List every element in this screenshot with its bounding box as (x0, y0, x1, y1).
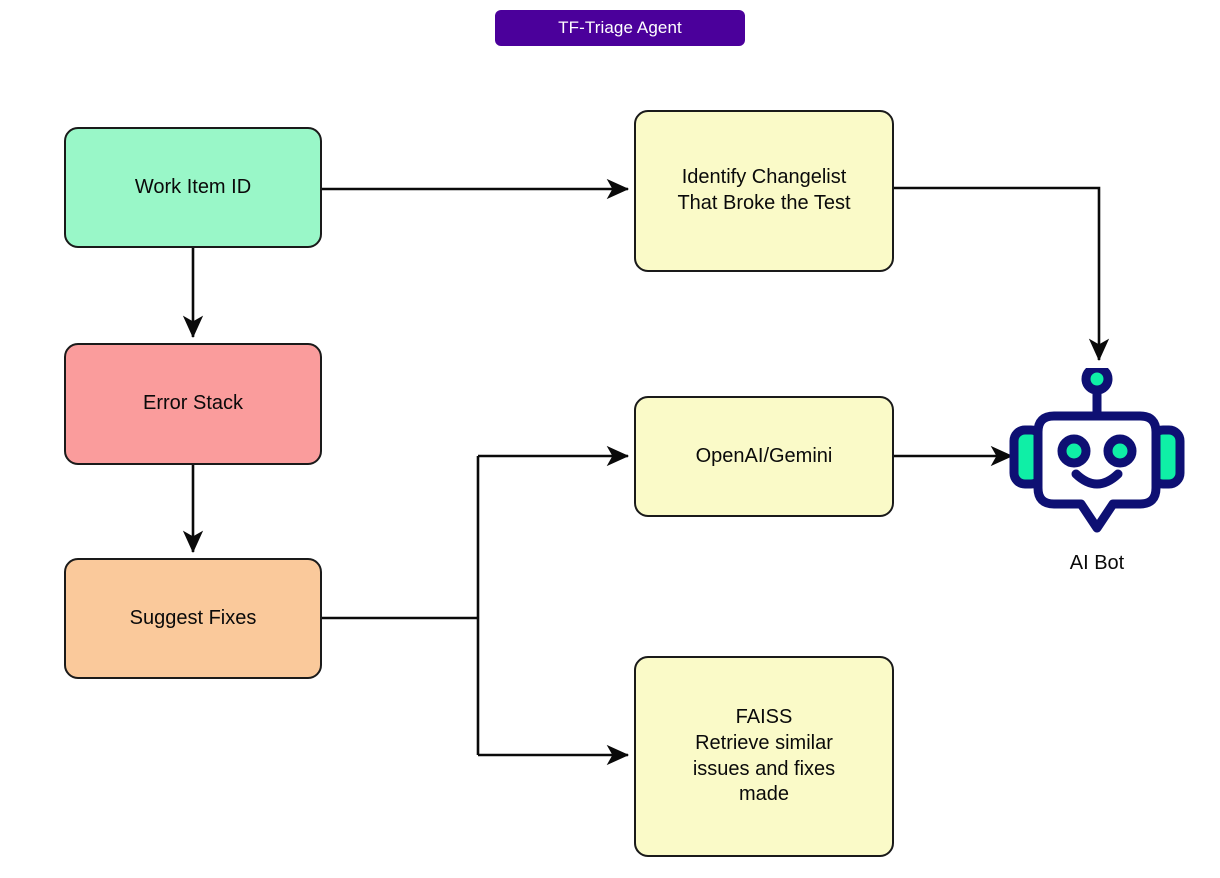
robot-head (1033, 411, 1161, 533)
node-label: Suggest Fixes (129, 606, 257, 629)
robot-smile (1071, 469, 1123, 489)
node-label: OpenAI/Gemini (695, 444, 833, 467)
robot-left-eye (1057, 434, 1091, 468)
edge-identify-to-ai-bot (894, 186, 1110, 362)
page-title: TF-Triage Agent (558, 18, 682, 37)
node-work-item-id[interactable]: Work Item ID (64, 127, 322, 248)
node-label: Identify Changelist That Broke the Test (677, 166, 851, 214)
node-label: FAISS Retrieve similar issues and fixes … (692, 706, 836, 806)
node-identify-changelist[interactable]: Identify Changelist That Broke the Test (634, 110, 894, 272)
ai-bot-label: AI Bot (1069, 552, 1125, 574)
node-label: Error Stack (142, 392, 244, 415)
robot-antenna-bulb (1081, 368, 1113, 395)
ai-bot-node[interactable] (1008, 368, 1186, 568)
node-label: Work Item ID (134, 175, 252, 198)
node-openai-gemini[interactable]: OpenAI/Gemini (634, 396, 894, 517)
diagram-title-badge: TF-Triage Agent (495, 10, 745, 46)
robot-icon (1009, 368, 1185, 533)
node-suggest-fixes[interactable]: Suggest Fixes (64, 558, 322, 679)
node-error-stack[interactable]: Error Stack (64, 343, 322, 465)
robot-right-eye (1103, 434, 1137, 468)
node-faiss[interactable]: FAISS Retrieve similar issues and fixes … (634, 656, 894, 857)
